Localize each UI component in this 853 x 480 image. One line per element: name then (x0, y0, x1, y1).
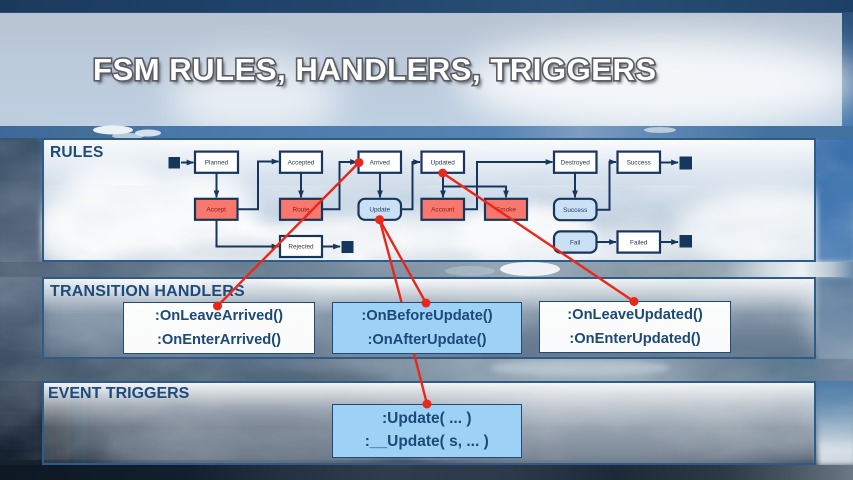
svg-text:Route: Route (292, 207, 309, 214)
svg-text:Success: Success (627, 160, 651, 167)
svg-text:Planned: Planned (205, 160, 229, 167)
svg-text:Updated: Updated (431, 160, 456, 167)
svg-text:Destroyed: Destroyed (561, 160, 591, 167)
svg-text:Account: Account (431, 207, 454, 214)
svg-text:Update: Update (369, 207, 390, 214)
svg-text:Success: Success (563, 207, 587, 214)
svg-text:FSM RULES, HANDLERS, TRIGGERS: FSM RULES, HANDLERS, TRIGGERS (96, 55, 660, 90)
svg-text:Arrived: Arrived (370, 160, 391, 167)
svg-text:Smoke: Smoke (496, 207, 516, 214)
svg-text:Accept: Accept (206, 207, 226, 214)
svg-text:Rejected: Rejected (288, 244, 314, 251)
svg-text:FSM RULES, HANDLERS, TRIGGERS: FSM RULES, HANDLERS, TRIGGERS (93, 52, 657, 87)
svg-text:Failed: Failed (630, 240, 648, 247)
svg-text:Accepted: Accepted (288, 160, 315, 167)
svg-text:Fail: Fail (570, 240, 580, 247)
